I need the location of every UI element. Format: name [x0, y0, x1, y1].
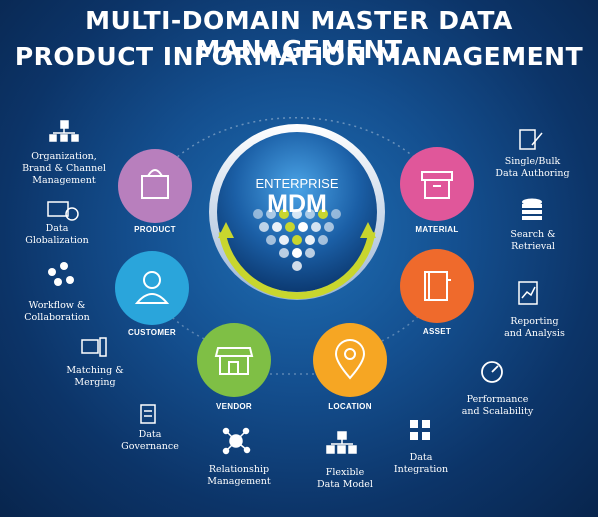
- domain-label-vendor: VENDOR: [215, 402, 253, 411]
- capability-line: Reporting: [510, 316, 559, 327]
- report-chart-icon: [518, 281, 538, 305]
- title-line-1: MULTI-DOMAIN MASTER DATA MANAGEMENT: [85, 6, 513, 64]
- hub-line-2: MDM: [267, 190, 327, 218]
- capability-reporting-analysis: Reporting and Analysis: [487, 316, 582, 340]
- capability-line: Governance: [121, 441, 179, 452]
- globe-monitor-icon: [47, 201, 79, 221]
- capability-line: Data: [45, 223, 69, 234]
- location-pin-icon: [334, 339, 366, 380]
- speedometer-icon: [481, 361, 503, 383]
- capability-line: Globalization: [25, 235, 89, 246]
- capability-search-retrieval: Search & Retrieval: [488, 229, 578, 253]
- shopping-bag-icon: [141, 169, 169, 199]
- hierarchy-icon: [326, 431, 357, 454]
- capability-line: Data Authoring: [495, 168, 570, 179]
- capability-line: Merging: [74, 377, 116, 388]
- capability-line: Retrieval: [511, 241, 555, 252]
- capability-line: Matching &: [66, 365, 124, 376]
- storefront-icon: [214, 347, 254, 375]
- domain-label-material: MATERIAL: [415, 225, 459, 234]
- capability-line: Management: [207, 476, 271, 487]
- network-icon: [222, 427, 251, 455]
- data-grid-icon: [253, 209, 341, 271]
- domain-customer: [115, 251, 189, 325]
- capability-line: Relationship: [208, 464, 270, 475]
- capability-line: Brand & Channel: [22, 163, 106, 174]
- integration-icon: [410, 420, 430, 440]
- capability-line: Data: [409, 452, 433, 463]
- computer-icon: [81, 337, 107, 357]
- domain-circle: [118, 149, 192, 223]
- capability-flexible-data-model: Flexible Data Model: [300, 467, 390, 491]
- capability-matching-merging: Matching & Merging: [50, 365, 140, 389]
- domain-vendor: [197, 323, 271, 397]
- domain-circle: [400, 249, 474, 323]
- capability-line: Flexible: [325, 467, 365, 478]
- capability-line: Data: [138, 429, 162, 440]
- domain-label-customer: CUSTOMER: [127, 328, 177, 337]
- capability-relationship-management: Relationship Management: [194, 464, 284, 488]
- capability-org-brand-channel: Organization, Brand & Channel Management: [14, 151, 114, 187]
- workflow-people-icon: [48, 262, 74, 286]
- domain-label-location: LOCATION: [328, 402, 372, 411]
- title-line-2: PRODUCT INFORMATION MANAGEMENT: [14, 42, 584, 71]
- person-icon: [134, 271, 170, 304]
- capability-data-integration: Data Integration: [376, 452, 466, 476]
- capability-line: Search &: [510, 229, 556, 240]
- capability-line: Workflow &: [28, 300, 86, 311]
- hub-line-1: ENTERPRISE: [255, 176, 338, 191]
- domain-asset: [400, 249, 474, 323]
- capability-line: Data Model: [317, 479, 373, 490]
- capability-line: Collaboration: [24, 312, 90, 323]
- domain-location: [313, 323, 387, 397]
- capability-single-bulk-authoring: Single/Bulk Data Authoring: [485, 156, 580, 180]
- capability-line: Performance: [466, 394, 529, 405]
- domain-product: [118, 149, 192, 223]
- enterprise-mdm-hub: ENTERPRISE MDM: [209, 124, 385, 300]
- org-chart-icon: [49, 120, 79, 142]
- edit-document-icon: [519, 129, 543, 150]
- domain-label-asset: ASSET: [422, 327, 452, 336]
- domain-material: [400, 147, 474, 221]
- domain-label-product: PRODUCT: [134, 225, 176, 234]
- box-icon: [421, 171, 453, 199]
- capability-line: Single/Bulk: [504, 156, 561, 167]
- document-icon: [140, 404, 156, 424]
- domain-circle: [197, 323, 271, 397]
- capability-data-governance: Data Governance: [110, 429, 190, 453]
- database-icon: [522, 198, 542, 220]
- book-icon: [424, 271, 451, 301]
- domain-circle: [400, 147, 474, 221]
- capability-performance-scalability: Performance and Scalability: [450, 394, 545, 418]
- capability-data-globalization: Data Globalization: [12, 223, 102, 247]
- capability-line: and Scalability: [461, 406, 534, 417]
- capability-line: Management: [32, 175, 96, 186]
- capability-workflow-collaboration: Workflow & Collaboration: [12, 300, 102, 324]
- capability-line: Integration: [393, 464, 449, 475]
- capability-line: and Analysis: [504, 328, 565, 339]
- capability-line: Organization,: [31, 151, 97, 162]
